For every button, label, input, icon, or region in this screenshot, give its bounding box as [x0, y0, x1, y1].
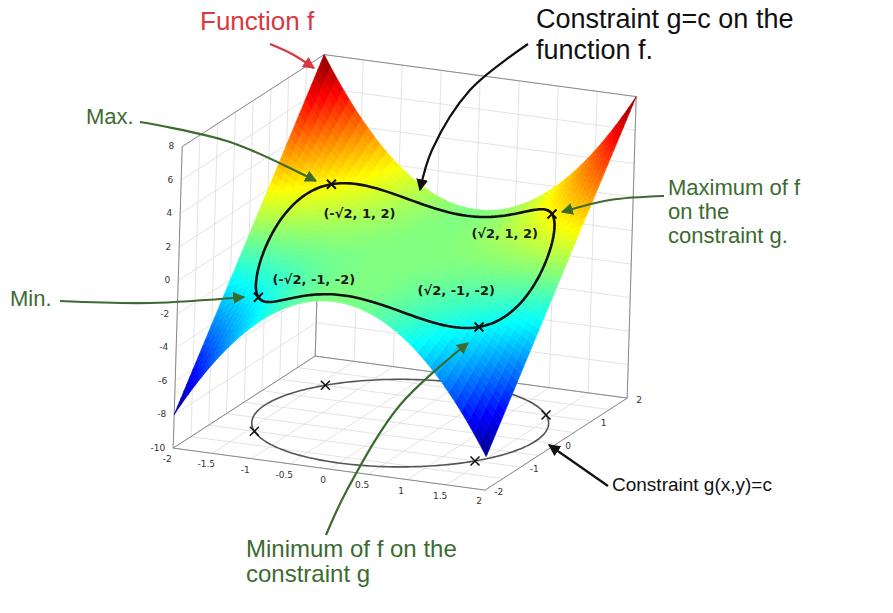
- surface-patch: [555, 269, 565, 277]
- grid-line: [174, 323, 316, 415]
- box-edge: [627, 97, 636, 399]
- box-edge: [315, 356, 627, 398]
- grid-line: [319, 222, 631, 264]
- grid-line: [244, 402, 556, 444]
- axis-box: [173, 55, 636, 491]
- surface-patch: [552, 276, 562, 284]
- grid-line: [173, 356, 315, 448]
- grid-line: [173, 356, 315, 448]
- grid-line: [322, 122, 634, 164]
- surface-patch: [558, 262, 568, 270]
- grid-line: [323, 88, 635, 130]
- grid-line: [262, 391, 574, 433]
- grid-line: [446, 393, 588, 485]
- grid-line: [179, 155, 321, 247]
- box-edge: [182, 55, 324, 147]
- grid-line: [588, 91, 597, 393]
- grid-line: [178, 189, 320, 281]
- grid-line: [173, 448, 485, 490]
- grid-line: [182, 55, 324, 147]
- grid-line: [627, 97, 636, 399]
- floor-constraint: [252, 379, 549, 467]
- grid-line: [226, 112, 235, 414]
- grid-line: [175, 289, 317, 381]
- box-edge: [485, 398, 627, 490]
- grid-line: [209, 124, 218, 426]
- grid-line: [180, 122, 322, 214]
- grid-line: [315, 356, 627, 398]
- saddle-surface: [174, 55, 636, 457]
- grid-line: [368, 382, 510, 474]
- grid-line: [297, 368, 609, 410]
- grid-line: [191, 135, 200, 437]
- box-edge: [173, 448, 485, 490]
- grid-line: [485, 398, 627, 490]
- box-edge: [173, 356, 315, 448]
- grid-line: [280, 379, 592, 421]
- grid-line: [315, 356, 627, 398]
- constraint-ellipse: [252, 379, 549, 467]
